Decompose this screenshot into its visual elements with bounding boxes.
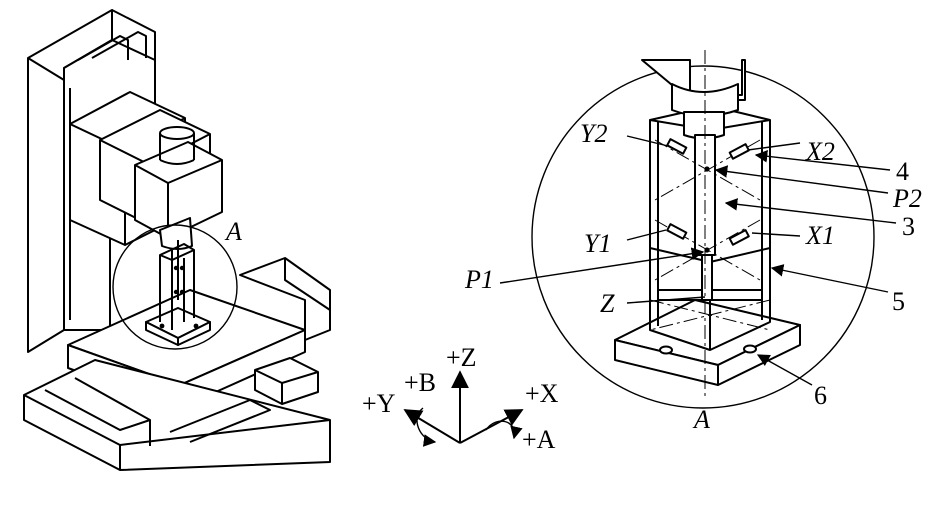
label-3: 3	[902, 212, 915, 241]
label-z: Z	[600, 289, 615, 318]
spindle-head	[134, 126, 223, 250]
label-axis-b: +B	[404, 368, 436, 397]
label-x2: X2	[805, 137, 835, 166]
base-plate	[614, 299, 801, 386]
label-axis-y: +Y	[362, 389, 396, 418]
label-5: 5	[892, 287, 905, 316]
small-fixture	[145, 240, 211, 346]
label-axis-x: +X	[525, 379, 559, 408]
label-y1: Y1	[584, 229, 611, 258]
detail-circle	[531, 65, 875, 409]
label-x1: X1	[805, 221, 835, 250]
label-detail-callout: A	[224, 217, 242, 246]
probe-lines	[654, 138, 761, 281]
label-p2: P2	[892, 184, 922, 213]
label-axis-z: +Z	[446, 343, 477, 372]
leader-lines	[499, 135, 897, 386]
label-4: 4	[896, 157, 909, 186]
label-detail-title: A	[692, 405, 710, 434]
label-y2: Y2	[580, 119, 607, 148]
label-axis-a: +A	[522, 425, 556, 454]
coordinate-axes: +Z +B +Y +X +A	[362, 343, 559, 454]
detail-circle-small	[112, 224, 238, 350]
detail-view: Y2 X2 4 P2 3 Y1 X1 P1 5 Z 6 A	[464, 50, 922, 434]
label-p1: P1	[464, 265, 494, 294]
label-6: 6	[814, 381, 827, 410]
spindle-detail	[641, 50, 746, 400]
machine-tool: A	[23, 9, 331, 471]
